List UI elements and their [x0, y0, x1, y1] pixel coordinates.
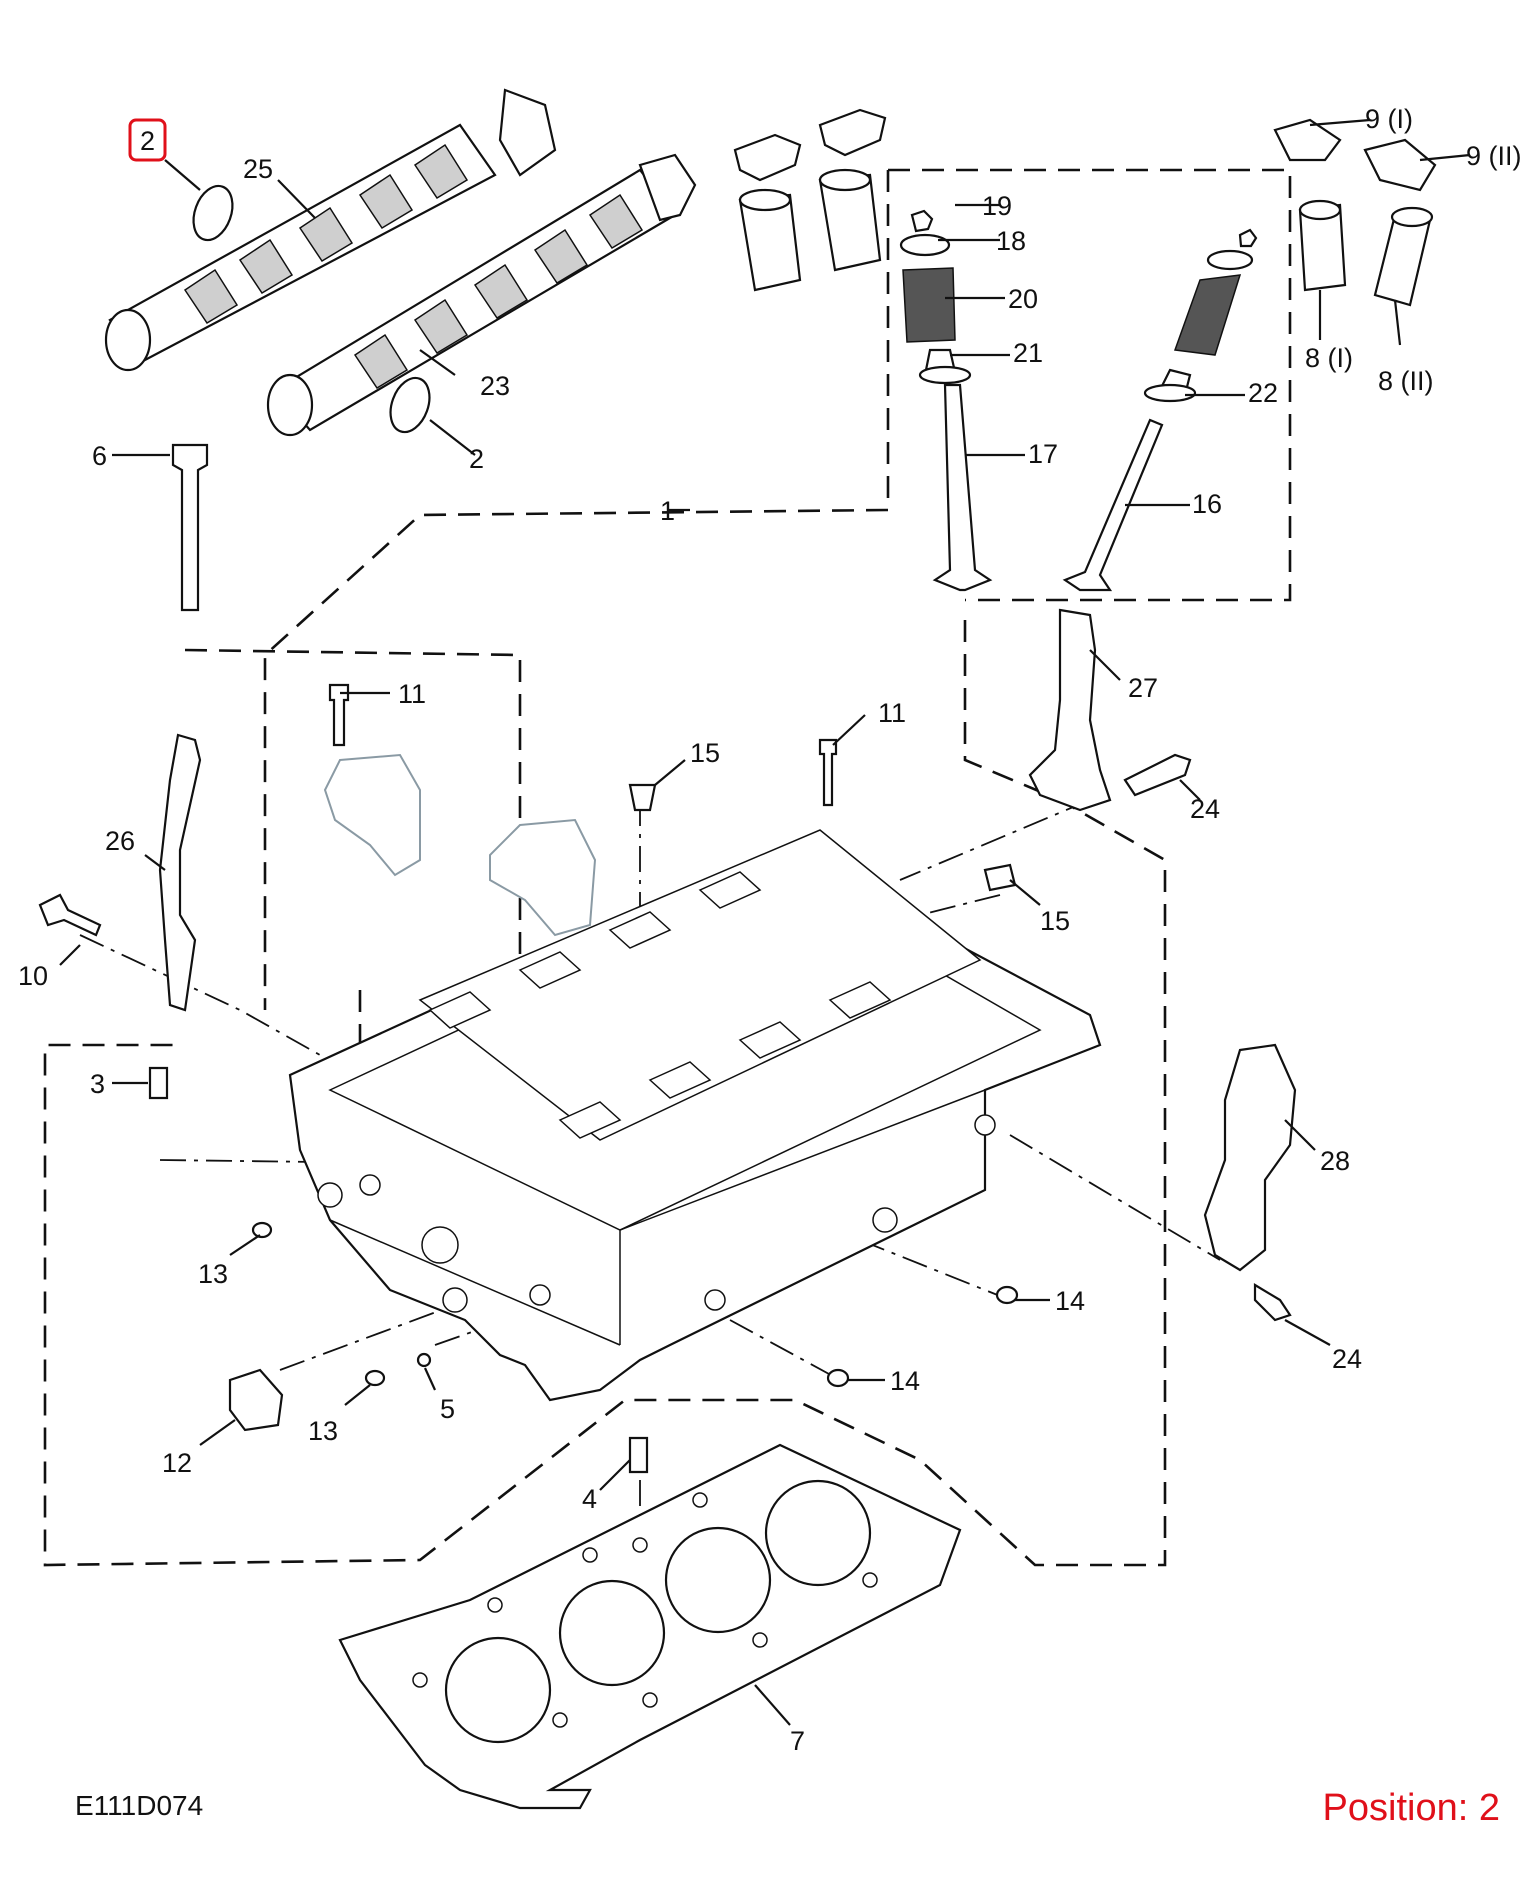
bolt-11-right [818, 738, 838, 807]
callout-20[interactable]: 20 [1008, 284, 1038, 314]
callout-17[interactable]: 17 [1028, 439, 1058, 469]
o-ring-14-upper [995, 1285, 1019, 1305]
callout-26[interactable]: 26 [105, 826, 135, 856]
callout-11-left[interactable]: 11 [398, 679, 426, 709]
callout-21[interactable]: 21 [1013, 338, 1043, 368]
o-ring-13-left [251, 1221, 273, 1239]
callout-1[interactable]: 1 [660, 496, 675, 526]
dowel-3 [148, 1066, 169, 1100]
callout-15-right[interactable]: 15 [1040, 906, 1070, 936]
head-gasket [338, 1443, 962, 1810]
callout-7[interactable]: 7 [790, 1726, 805, 1756]
o-ring-13-right [364, 1369, 386, 1387]
callout-15-top[interactable]: 15 [690, 738, 720, 768]
plug-12 [228, 1368, 284, 1432]
callout-11-right[interactable]: 11 [878, 698, 906, 728]
assembly-boundary-lines [43, 168, 1292, 1567]
gasket-holes [412, 1492, 878, 1728]
cylinder-head [288, 829, 1102, 1402]
callout-14-upper[interactable]: 14 [1055, 1286, 1085, 1316]
position-label: Position: 2 [1323, 1787, 1500, 1829]
callout-23[interactable]: 23 [480, 371, 510, 401]
o-ring-14-lower [826, 1368, 850, 1388]
callout-28[interactable]: 28 [1320, 1146, 1350, 1176]
callout-2-top[interactable]: 2 [140, 126, 155, 156]
callout-19[interactable]: 19 [982, 191, 1012, 221]
callout-25[interactable]: 25 [243, 154, 273, 184]
plug-15-top [628, 783, 657, 812]
leader-lines [59, 118, 1471, 1726]
bolt-11-left [328, 683, 350, 747]
rocker-arms [733, 108, 1437, 192]
bolt-10 [38, 893, 102, 937]
intake-camshaft [104, 88, 557, 372]
dowel-4 [628, 1436, 649, 1474]
callout-6[interactable]: 6 [92, 441, 107, 471]
callout-4[interactable]: 4 [582, 1484, 597, 1514]
callouts: 2 25 23 2 6 1 19 18 20 21 22 17 16 9 (I)… [18, 104, 1522, 1756]
grey-brackets [323, 753, 597, 937]
callout-24-lower[interactable]: 24 [1332, 1344, 1362, 1374]
lifting-bracket-27 [1028, 608, 1112, 812]
fasteners [38, 443, 1292, 1474]
lifting-bracket-28 [1203, 1043, 1297, 1272]
callout-2-lower[interactable]: 2 [469, 444, 484, 474]
exhaust-camshaft [266, 153, 697, 437]
callout-12[interactable]: 12 [162, 1448, 192, 1478]
lifting-bracket-26 [158, 733, 202, 1012]
drawing-code: E111D074 [75, 1790, 203, 1821]
callout-9-i[interactable]: 9 (I) [1365, 104, 1413, 134]
cam-lobes [183, 143, 469, 325]
highlight-box[interactable] [128, 118, 167, 162]
callout-16[interactable]: 16 [1192, 489, 1222, 519]
callout-8-i[interactable]: 8 (I) [1305, 343, 1353, 373]
callout-3[interactable]: 3 [90, 1069, 105, 1099]
callout-13-right[interactable]: 13 [308, 1416, 338, 1446]
callout-13-left[interactable]: 13 [198, 1259, 228, 1289]
callout-14-lower[interactable]: 14 [890, 1366, 920, 1396]
camshaft-seal-ring-lower [389, 376, 431, 434]
callout-5[interactable]: 5 [440, 1394, 455, 1424]
cam-bearing-caps [428, 871, 892, 1139]
callout-8-ii[interactable]: 8 (II) [1378, 366, 1434, 396]
side-ports [317, 1114, 996, 1313]
camshaft-seal-ring-upper [192, 184, 234, 242]
callout-18[interactable]: 18 [996, 226, 1026, 256]
bolt-24-lower [1253, 1283, 1292, 1322]
o-ring-5 [416, 1352, 432, 1368]
callout-10[interactable]: 10 [18, 961, 48, 991]
head-bolt-6 [171, 443, 209, 612]
callout-9-ii[interactable]: 9 (II) [1466, 141, 1522, 171]
valve-train [899, 209, 1258, 592]
plug-15-right [983, 863, 1017, 892]
callout-24-upper[interactable]: 24 [1190, 794, 1220, 824]
bolt-24-upper [1123, 753, 1192, 797]
callout-27[interactable]: 27 [1128, 673, 1158, 703]
callout-22[interactable]: 22 [1248, 378, 1278, 408]
cam-lobes [353, 193, 644, 390]
hydraulic-lifters [738, 168, 1434, 307]
